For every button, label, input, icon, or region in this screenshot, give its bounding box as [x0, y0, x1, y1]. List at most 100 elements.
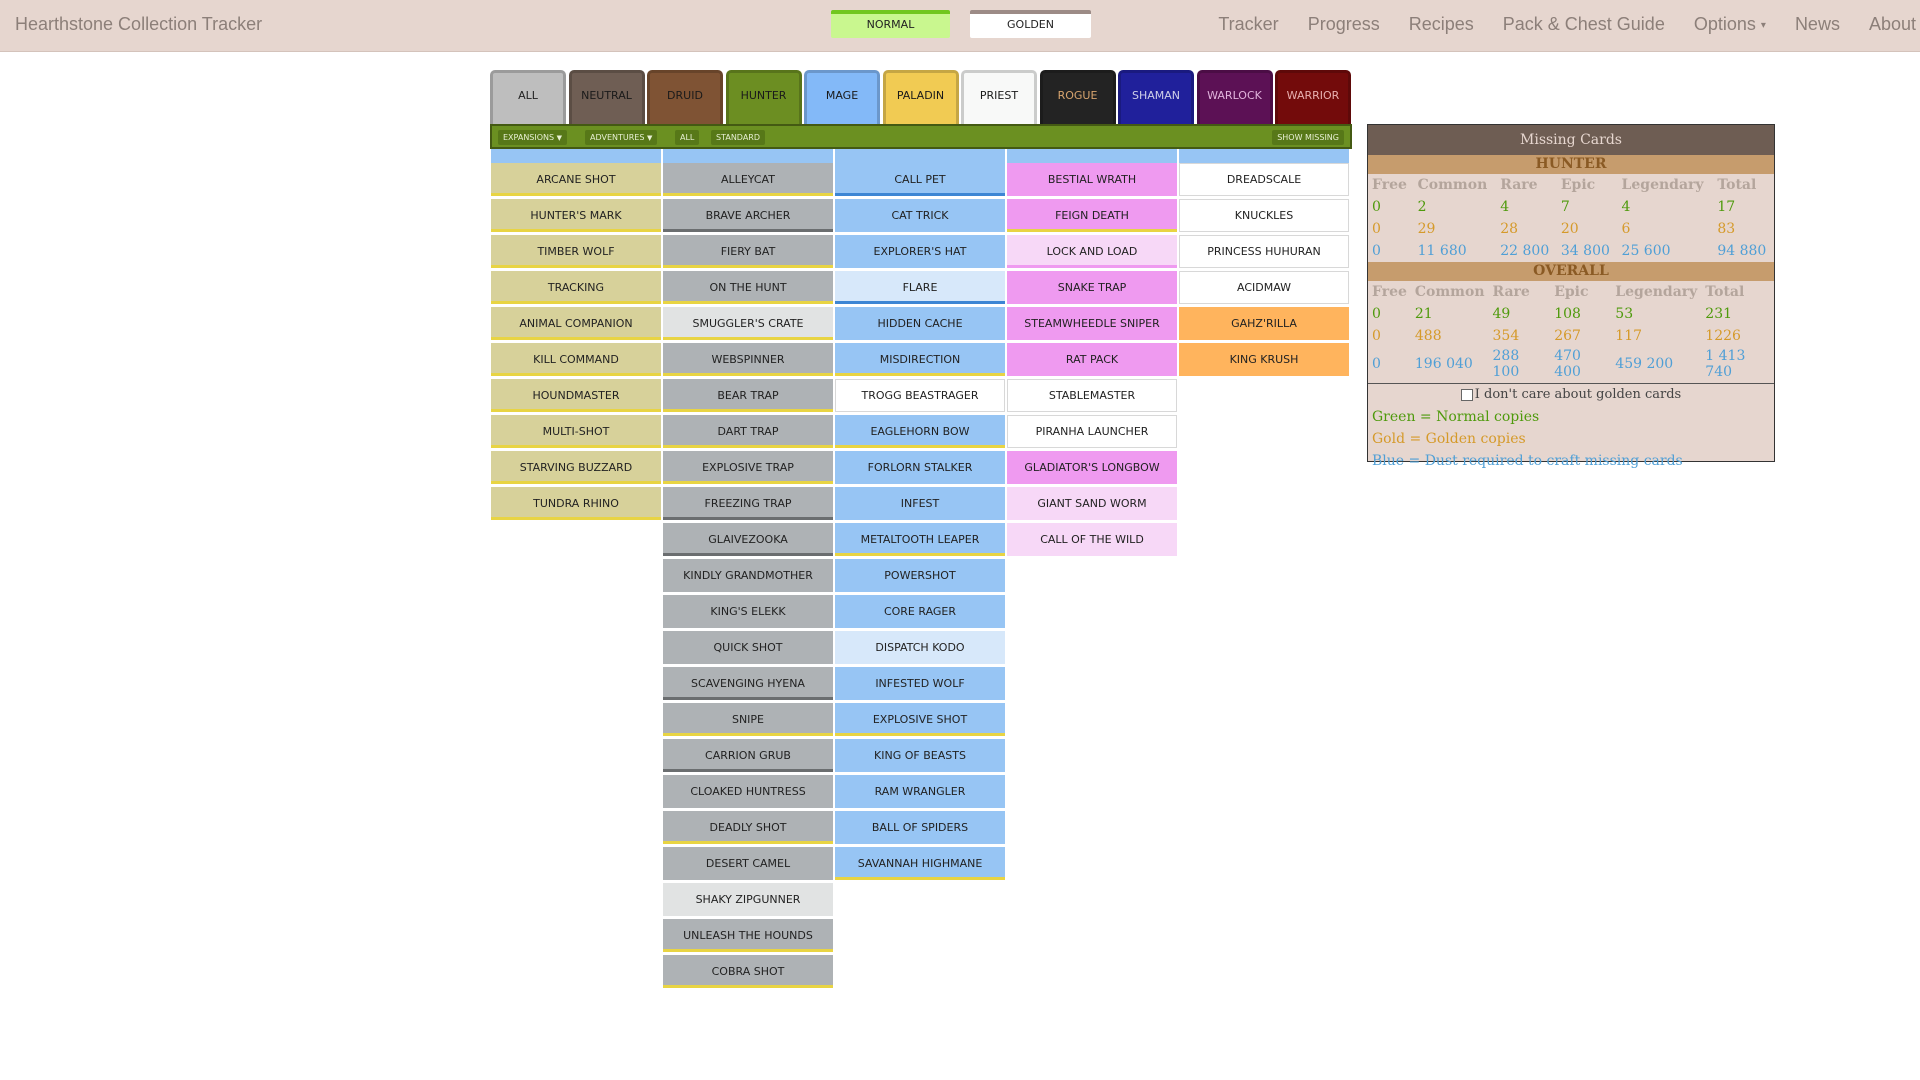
card-tile[interactable]: KING'S ELEKK [663, 595, 833, 628]
nav-options-dropdown[interactable]: Options ▾ [1694, 14, 1766, 35]
tab-priest[interactable]: PRIEST [961, 70, 1037, 124]
card-tile[interactable]: TROGG BEASTRAGER [835, 379, 1005, 412]
card-tile[interactable]: EXPLORER'S HAT [835, 235, 1005, 268]
normal-mode-button[interactable]: NORMAL [831, 10, 950, 38]
card-tile[interactable]: CLOAKED HUNTRESS [663, 775, 833, 808]
card-tile[interactable]: KILL COMMAND [491, 343, 661, 376]
card-tile[interactable]: KING OF BEASTS [835, 739, 1005, 772]
card-tile[interactable]: PRINCESS HUHURAN [1179, 235, 1349, 268]
card-tile[interactable]: GLAIVEZOOKA [663, 523, 833, 556]
card-tile[interactable]: SNIPE [663, 703, 833, 736]
app-title[interactable]: Hearthstone Collection Tracker [15, 14, 263, 34]
card-tile[interactable]: HOUNDMASTER [491, 379, 661, 412]
card-tile[interactable]: FLARE [835, 271, 1005, 304]
card-tile[interactable]: BALL OF SPIDERS [835, 811, 1005, 844]
card-tile[interactable]: EXPLOSIVE SHOT [835, 703, 1005, 736]
card-tile[interactable]: FEIGN DEATH [1007, 199, 1177, 232]
card-tile[interactable]: DEADLY SHOT [663, 811, 833, 844]
card-tile[interactable]: TRACKING [491, 271, 661, 304]
tab-neutral[interactable]: NEUTRAL [568, 70, 645, 124]
card-tile[interactable]: POWERSHOT [835, 559, 1005, 592]
card-tile[interactable]: GAHZ'RILLA [1179, 307, 1349, 340]
card-tile[interactable]: RAM WRANGLER [835, 775, 1005, 808]
card-tile[interactable]: ALLEYCAT [663, 163, 833, 196]
card-tile[interactable]: TUNDRA RHINO [491, 487, 661, 520]
show-missing-button[interactable]: SHOW MISSING [1272, 130, 1344, 145]
tab-all[interactable]: ALL [490, 70, 566, 124]
card-tile[interactable]: LOCK AND LOAD [1007, 235, 1177, 268]
golden-mode-button[interactable]: GOLDEN [970, 10, 1091, 38]
card-tile[interactable]: INFESTED WOLF [835, 667, 1005, 700]
card-tile[interactable]: SNAKE TRAP [1007, 271, 1177, 304]
card-tile[interactable]: PIRANHA LAUNCHER [1007, 415, 1177, 448]
card-tile[interactable]: BESTIAL WRATH [1007, 163, 1177, 196]
card-tile[interactable]: HIDDEN CACHE [835, 307, 1005, 340]
card-tile[interactable]: FIERY BAT [663, 235, 833, 268]
card-tile[interactable]: MULTI-SHOT [491, 415, 661, 448]
card-tile[interactable]: WEBSPINNER [663, 343, 833, 376]
card-tile[interactable]: STABLEMASTER [1007, 379, 1177, 412]
card-tile[interactable]: SMUGGLER'S CRATE [663, 307, 833, 340]
card-tile[interactable]: RAT PACK [1007, 343, 1177, 376]
tab-warlock[interactable]: WARLOCK [1196, 70, 1273, 124]
card-tile[interactable]: UNLEASH THE HOUNDS [663, 919, 833, 952]
card-tile[interactable]: KINDLY GRANDMOTHER [663, 559, 833, 592]
card-tile[interactable]: DISPATCH KODO [835, 631, 1005, 664]
card-tile[interactable]: GLADIATOR'S LONGBOW [1007, 451, 1177, 484]
card-tile[interactable]: STEAMWHEEDLE SNIPER [1007, 307, 1177, 340]
card-tile[interactable]: STARVING BUZZARD [491, 451, 661, 484]
nav-tracker[interactable]: Tracker [1218, 14, 1279, 34]
card-tile[interactable]: CALL PET [835, 163, 1005, 196]
nav-news[interactable]: News [1794, 14, 1840, 34]
expansions-dropdown[interactable]: EXPANSIONS ▼ [498, 130, 568, 145]
tab-mage[interactable]: MAGE [804, 70, 880, 124]
card-tile[interactable]: METALTOOTH LEAPER [835, 523, 1005, 556]
card-tile[interactable]: ACIDMAW [1179, 271, 1349, 304]
tab-warrior[interactable]: WARRIOR [1275, 70, 1351, 124]
card-tile[interactable]: DESERT CAMEL [663, 847, 833, 880]
card-tile[interactable]: KING KRUSH [1179, 343, 1349, 376]
card-tile[interactable]: FREEZING TRAP [663, 487, 833, 520]
golden-checkbox-label[interactable]: I don't care about golden cards [1474, 387, 1682, 402]
tab-druid[interactable]: DRUID [647, 70, 723, 124]
nav-progress[interactable]: Progress [1307, 14, 1380, 34]
card-tile[interactable]: COBRA SHOT [663, 955, 833, 988]
card-tile[interactable]: QUICK SHOT [663, 631, 833, 664]
tab-paladin[interactable]: PALADIN [882, 70, 959, 124]
stat-cell: 94 880 [1717, 243, 1767, 259]
card-tile[interactable]: BRAVE ARCHER [663, 199, 833, 232]
card-tile[interactable]: HUNTER'S MARK [491, 199, 661, 232]
nav-recipes[interactable]: Recipes [1408, 14, 1474, 34]
card-tile[interactable]: SHAKY ZIPGUNNER [663, 883, 833, 916]
tab-hunter[interactable]: HUNTER [725, 70, 802, 124]
golden-checkbox[interactable] [1460, 388, 1473, 401]
card-tile[interactable]: KNUCKLES [1179, 199, 1349, 232]
stat-cell: 231 [1705, 306, 1733, 322]
card-tile[interactable]: CORE RAGER [835, 595, 1005, 628]
card-tile[interactable]: CARRION GRUB [663, 739, 833, 772]
card-tile[interactable]: MISDIRECTION [835, 343, 1005, 376]
card-tile[interactable]: GIANT SAND WORM [1007, 487, 1177, 520]
card-tile[interactable]: EAGLEHORN BOW [835, 415, 1005, 448]
card-tile[interactable]: SCAVENGING HYENA [663, 667, 833, 700]
tab-rogue[interactable]: ROGUE [1039, 70, 1116, 124]
tab-shaman[interactable]: SHAMAN [1118, 70, 1194, 124]
nav-pack-chest-guide[interactable]: Pack & Chest Guide [1502, 14, 1665, 34]
card-tile[interactable]: ARCANE SHOT [491, 163, 661, 196]
card-tile[interactable]: DREADSCALE [1179, 163, 1349, 196]
card-tile[interactable]: EXPLOSIVE TRAP [663, 451, 833, 484]
card-tile[interactable]: BEAR TRAP [663, 379, 833, 412]
format-standard-button[interactable]: STANDARD [711, 130, 766, 145]
card-tile[interactable]: CAT TRICK [835, 199, 1005, 232]
card-tile[interactable]: DART TRAP [663, 415, 833, 448]
format-all-button[interactable]: ALL [675, 130, 700, 145]
card-tile[interactable]: ANIMAL COMPANION [491, 307, 661, 340]
card-tile[interactable]: CALL OF THE WILD [1007, 523, 1177, 556]
nav-about[interactable]: About [1868, 14, 1916, 34]
card-tile[interactable]: INFEST [835, 487, 1005, 520]
adventures-dropdown[interactable]: ADVENTURES ▼ [585, 130, 658, 145]
card-tile[interactable]: FORLORN STALKER [835, 451, 1005, 484]
card-tile[interactable]: TIMBER WOLF [491, 235, 661, 268]
card-tile[interactable]: SAVANNAH HIGHMANE [835, 847, 1005, 880]
card-tile[interactable]: ON THE HUNT [663, 271, 833, 304]
